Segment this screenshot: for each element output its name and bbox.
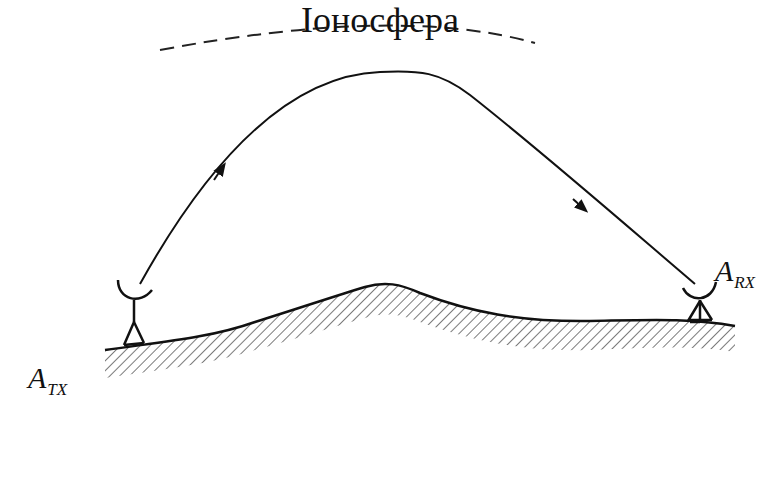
antenna-subscript: TX [47,381,67,398]
label-group: Іоносфера [301,2,459,38]
ionosphere-label: Іоносфера [301,2,459,38]
ground-line [105,284,735,350]
tx-antenna [118,280,152,345]
antenna-symbol: A [28,363,46,393]
rx-antenna [683,282,716,322]
label-group: ARX [715,256,755,286]
antenna-subscript: RX [734,274,755,291]
ray-arrow [214,168,222,180]
label-group: ATX [28,363,67,393]
antenna-symbol: A [715,256,733,286]
ray-arrow [573,199,583,208]
ground-hatch [105,284,735,378]
ray-path [140,71,695,284]
